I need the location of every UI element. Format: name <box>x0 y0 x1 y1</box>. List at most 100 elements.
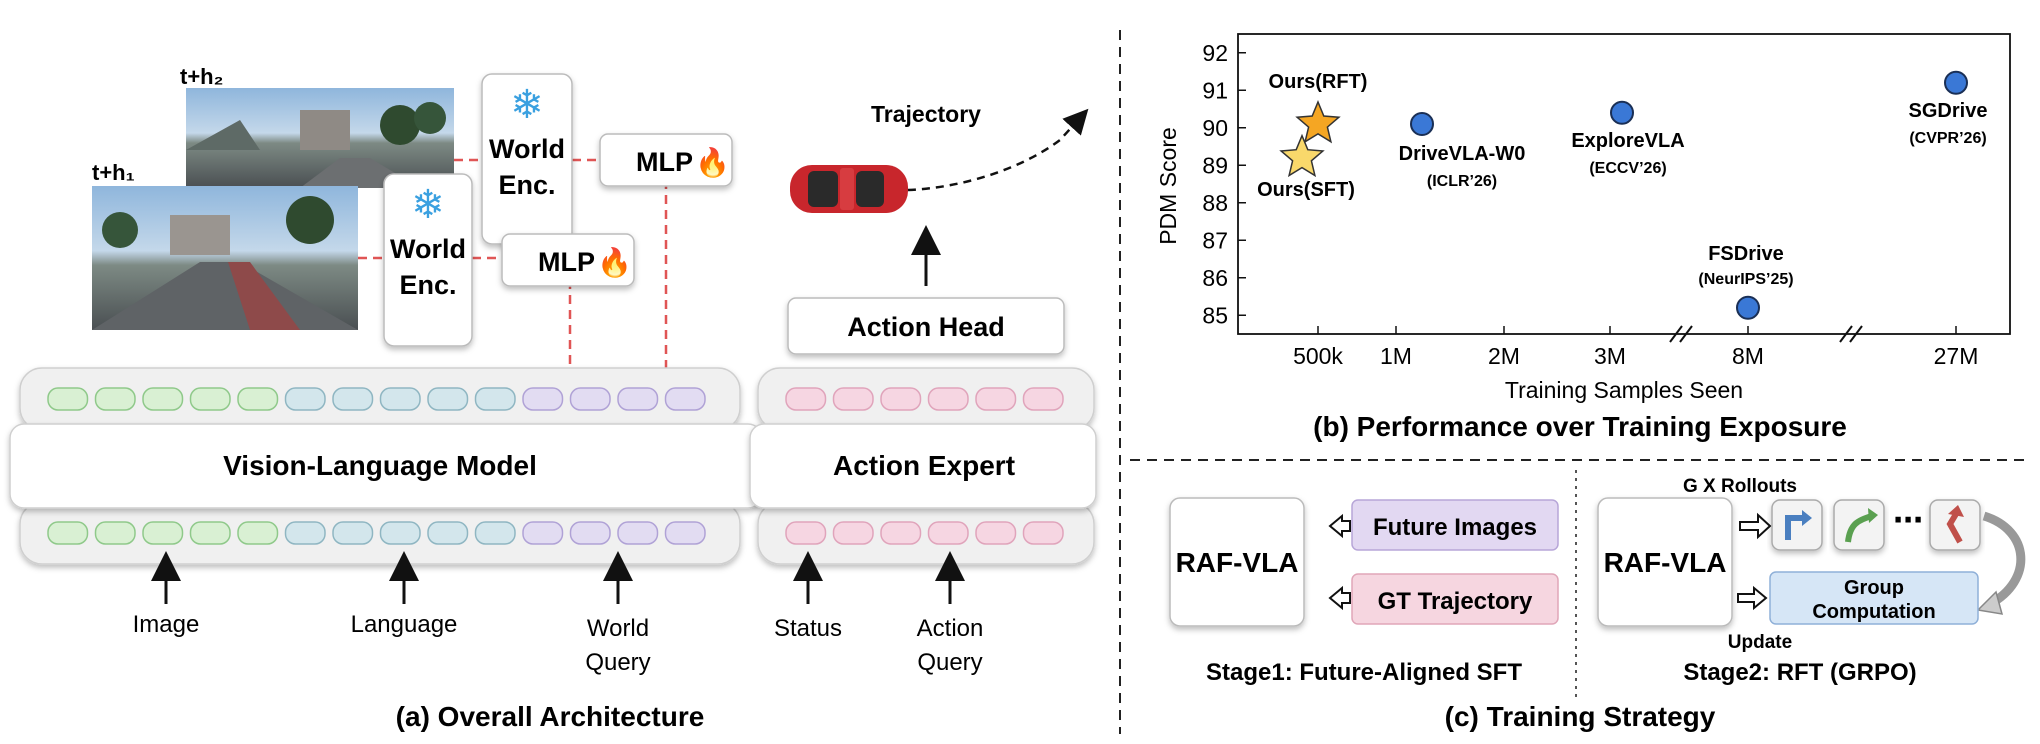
action-token <box>832 387 874 411</box>
world-token <box>569 521 611 545</box>
frame-label-near: t+h₁ <box>92 160 135 185</box>
action-expert-box <box>749 423 1097 509</box>
frame-label-far: t+h₂ <box>180 64 223 89</box>
action-token <box>880 521 922 545</box>
point-venue-label: (NeurIPS’25) <box>1698 271 1793 288</box>
point-venue-label: (ICLR’26) <box>1427 173 1497 190</box>
image-token <box>189 521 231 545</box>
action-tokens-bottom <box>785 521 1064 545</box>
image-token <box>47 521 89 545</box>
stage2-label: Stage2: RFT (GRPO) <box>1683 659 1916 686</box>
group-label: Group <box>1844 577 1904 599</box>
point-label: DriveVLA-W0 <box>1399 143 1526 165</box>
language-token <box>332 521 374 545</box>
mlp-box-near: MLP 🔥 <box>501 233 635 287</box>
group-computation-box <box>1769 571 1979 625</box>
world-enc-label-2: Enc. <box>498 170 555 200</box>
camera-frame-far <box>186 88 454 188</box>
language-token <box>284 387 326 411</box>
point-label: FSDrive <box>1708 243 1784 265</box>
action-expert-label: Action Expert <box>833 450 1015 481</box>
gt-trajectory-box <box>1351 573 1559 625</box>
x-tick-label: 500k <box>1293 343 1343 369</box>
stage1-label: Stage1: Future-Aligned SFT <box>1206 659 1522 686</box>
world-token <box>522 387 564 411</box>
image-token <box>189 387 231 411</box>
snowflake-icon: ❄ <box>510 83 544 127</box>
image-token <box>47 387 89 411</box>
vlm-tokens-top <box>47 387 706 411</box>
world-enc-label-1: World <box>390 234 466 264</box>
double-arrow-icon <box>1328 513 1351 539</box>
input-arrows <box>151 551 965 604</box>
left-arrow-icon <box>1737 585 1768 611</box>
update-label: Update <box>1728 632 1792 653</box>
axis-break-mark <box>1839 325 1853 343</box>
axis-break-mark <box>1849 325 1863 343</box>
ellipsis-icon: ⋯ <box>1893 504 1923 537</box>
chart-points: Ours(RFT)Ours(SFT)DriveVLA-W0(ICLR’26)Ex… <box>1257 70 1988 320</box>
rollout-card-3 <box>1929 499 1981 551</box>
world-encoder-near: ❄ World Enc. <box>383 173 473 347</box>
axis-break-mark <box>1679 325 1693 343</box>
x-tick-label: 8M <box>1732 343 1764 369</box>
mlp-box-far: MLP 🔥 <box>599 133 733 187</box>
y-tick-label: 91 <box>1202 77 1228 103</box>
fire-icon: 🔥 <box>597 246 632 279</box>
point-label: Ours(SFT) <box>1257 179 1355 201</box>
language-token <box>332 387 374 411</box>
point-venue-label: (ECCV’26) <box>1589 160 1666 177</box>
action-token <box>927 387 969 411</box>
panel-c: RAF-VLA Future Images GT Trajectory Stag… <box>1169 470 2026 732</box>
y-tick-label: 86 <box>1202 265 1228 291</box>
world-token <box>664 387 706 411</box>
caption-c: (c) Training Strategy <box>1445 701 1716 732</box>
world-enc-label-1: World <box>489 134 565 164</box>
raf-vla-label: RAF-VLA <box>1604 547 1727 578</box>
action-token <box>1022 387 1064 411</box>
action-token <box>975 387 1017 411</box>
future-images-box <box>1351 499 1559 551</box>
snowflake-icon: ❄ <box>411 183 445 227</box>
y-tick-label: 87 <box>1202 227 1228 253</box>
action-token <box>927 521 969 545</box>
action-token <box>832 521 874 545</box>
world-encoder-far: ❄ World Enc. <box>481 73 573 245</box>
world-token <box>617 521 659 545</box>
trajectory-path <box>907 108 1089 192</box>
rollout-card-1 <box>1771 499 1823 551</box>
raf-vla-box-stage1 <box>1169 497 1305 627</box>
y-tick-label: 92 <box>1202 40 1228 66</box>
future-images-label: Future Images <box>1373 514 1537 541</box>
rollouts-label: G X Rollouts <box>1683 476 1797 497</box>
image-token <box>142 387 184 411</box>
language-token <box>379 521 421 545</box>
language-token <box>379 387 421 411</box>
language-token <box>284 521 326 545</box>
y-tick-label: 85 <box>1202 302 1228 328</box>
input-label-world: World <box>587 615 649 642</box>
x-tick-label: 27M <box>1934 343 1979 369</box>
circle-marker <box>1944 70 1968 95</box>
language-token <box>427 387 469 411</box>
world-token <box>664 521 706 545</box>
input-label-image: Image <box>133 611 200 638</box>
computation-label: Computation <box>1812 601 1935 623</box>
x-tick-label: 1M <box>1380 343 1412 369</box>
input-label-action: Action <box>917 615 984 642</box>
right-arrow-icon <box>1739 512 1772 540</box>
action-token <box>1022 521 1064 545</box>
image-token <box>94 387 136 411</box>
action-token <box>785 521 827 545</box>
star-marker <box>1295 100 1341 144</box>
rollout-card-2 <box>1833 499 1885 551</box>
point-label: SGDrive <box>1909 100 1988 122</box>
car-icon <box>790 165 908 213</box>
world-token <box>617 387 659 411</box>
action-token <box>880 387 922 411</box>
vlm-label: Vision-Language Model <box>223 450 537 481</box>
raf-vla-box-stage2 <box>1597 497 1733 627</box>
